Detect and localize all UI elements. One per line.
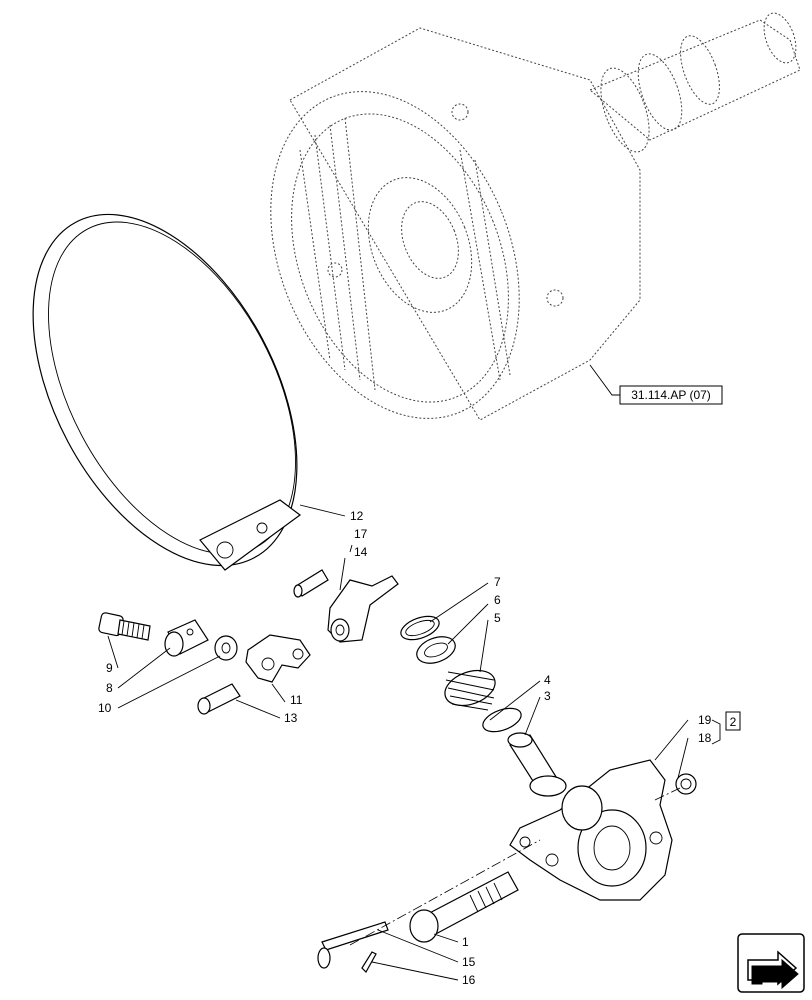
assembly-axis (349, 839, 541, 946)
pin-15 (317, 921, 389, 969)
plug-axis (654, 787, 681, 801)
piston-3 (507, 732, 567, 797)
label-18: 18 (698, 731, 712, 745)
label-4: 4 (544, 673, 551, 687)
label-6: 6 (494, 593, 501, 607)
bolt-9 (98, 612, 151, 641)
label-8: 8 (106, 681, 113, 695)
pin-8 (164, 619, 209, 657)
label-9: 9 (106, 661, 113, 675)
label-17: 17 (354, 527, 368, 541)
pin-17 (293, 569, 329, 598)
part-labels: 12 17 14 7 6 5 4 3 19 18 9 8 10 11 13 1 … (98, 509, 712, 987)
seat-6 (416, 636, 456, 664)
label-16: 16 (462, 973, 476, 987)
kit-reference-box: 2 (725, 711, 741, 731)
o-ring-4 (482, 707, 522, 733)
ring-7 (400, 615, 440, 641)
pin-13 (197, 683, 241, 715)
bracket-11 (245, 634, 311, 683)
bolt-1 (409, 871, 519, 943)
label-19: 19 (698, 713, 712, 727)
label-1: 1 (462, 935, 469, 949)
brake-band (32, 213, 302, 571)
leader-lines (107, 364, 721, 981)
label-13: 13 (284, 711, 298, 725)
label-10: 10 (98, 701, 112, 715)
label-14: 14 (354, 545, 368, 559)
reference-callout[interactable]: 31.114.AP (07) (619, 385, 723, 405)
lever-14 (327, 575, 399, 643)
kit-label: 2 (730, 715, 737, 729)
plug-18 (675, 773, 697, 795)
washer-10 (214, 635, 238, 661)
label-7: 7 (494, 575, 501, 589)
housing-19 (509, 759, 673, 901)
reference-text: 31.114.AP (07) (631, 388, 711, 402)
cotter-pin-16 (361, 951, 377, 973)
label-15: 15 (462, 955, 476, 969)
label-3: 3 (544, 689, 551, 703)
label-11: 11 (290, 693, 303, 707)
spring-5 (444, 669, 496, 711)
label-12: 12 (350, 509, 364, 523)
label-5: 5 (494, 611, 501, 625)
arrow-next-icon[interactable] (737, 933, 805, 993)
